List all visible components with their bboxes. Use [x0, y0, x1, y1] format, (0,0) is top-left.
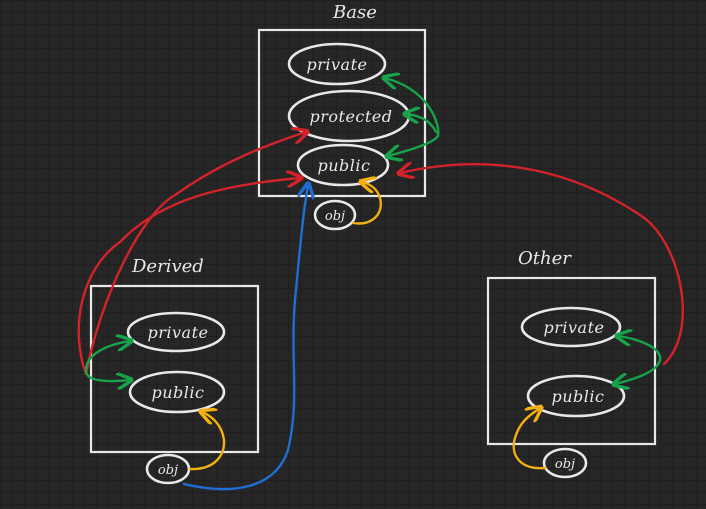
derived-class-box	[89, 284, 260, 454]
blue-arrow-derived-obj-to-base-public	[182, 185, 308, 491]
base-public-label: public	[318, 156, 371, 175]
derived-private-label: private	[148, 323, 209, 342]
base-private-label: private	[307, 55, 368, 74]
green-arrow-base-to-public	[388, 134, 440, 156]
base-class: Base private protected public obj	[257, 2, 427, 231]
green-arrow-derived-internal	[84, 341, 130, 381]
base-obj-label: obj	[325, 209, 345, 224]
red-arrow-other-to-base-public	[400, 164, 684, 366]
other-public-label: public	[552, 387, 605, 406]
other-private-label: private	[544, 318, 605, 337]
derived-public-label: public	[152, 383, 205, 402]
base-class-box	[257, 28, 427, 198]
base-protected-label: protected	[309, 107, 392, 126]
base-private-oval	[287, 42, 387, 86]
red-arrow-derived-to-base-public	[77, 178, 300, 376]
green-arrow-other-internal	[615, 336, 662, 384]
green-arrow-base-to-private	[385, 78, 440, 137]
derived-private-oval	[126, 311, 226, 353]
derived-class-title: Derived	[131, 256, 204, 277]
red-arrow-derived-to-base-protected	[84, 132, 306, 376]
other-obj-label: obj	[555, 457, 575, 472]
derived-obj-label: obj	[158, 463, 178, 478]
other-class-box	[486, 276, 657, 446]
base-class-title: Base	[332, 2, 377, 23]
other-private-oval	[520, 306, 622, 348]
derived-public-oval	[128, 370, 226, 414]
base-obj-oval	[313, 199, 357, 231]
green-arrow-base-to-protected	[406, 114, 438, 134]
yellow-arrow-base-obj	[351, 182, 382, 225]
other-obj-oval	[542, 447, 588, 479]
yellow-arrow-other-obj	[512, 408, 547, 470]
other-class-title: Other	[518, 248, 572, 269]
other-class: Other private public obj	[486, 248, 657, 479]
yellow-arrow-derived-obj	[188, 412, 226, 471]
base-public-oval	[296, 143, 390, 187]
derived-class: Derived private public obj	[89, 256, 260, 485]
other-public-oval	[526, 374, 626, 418]
